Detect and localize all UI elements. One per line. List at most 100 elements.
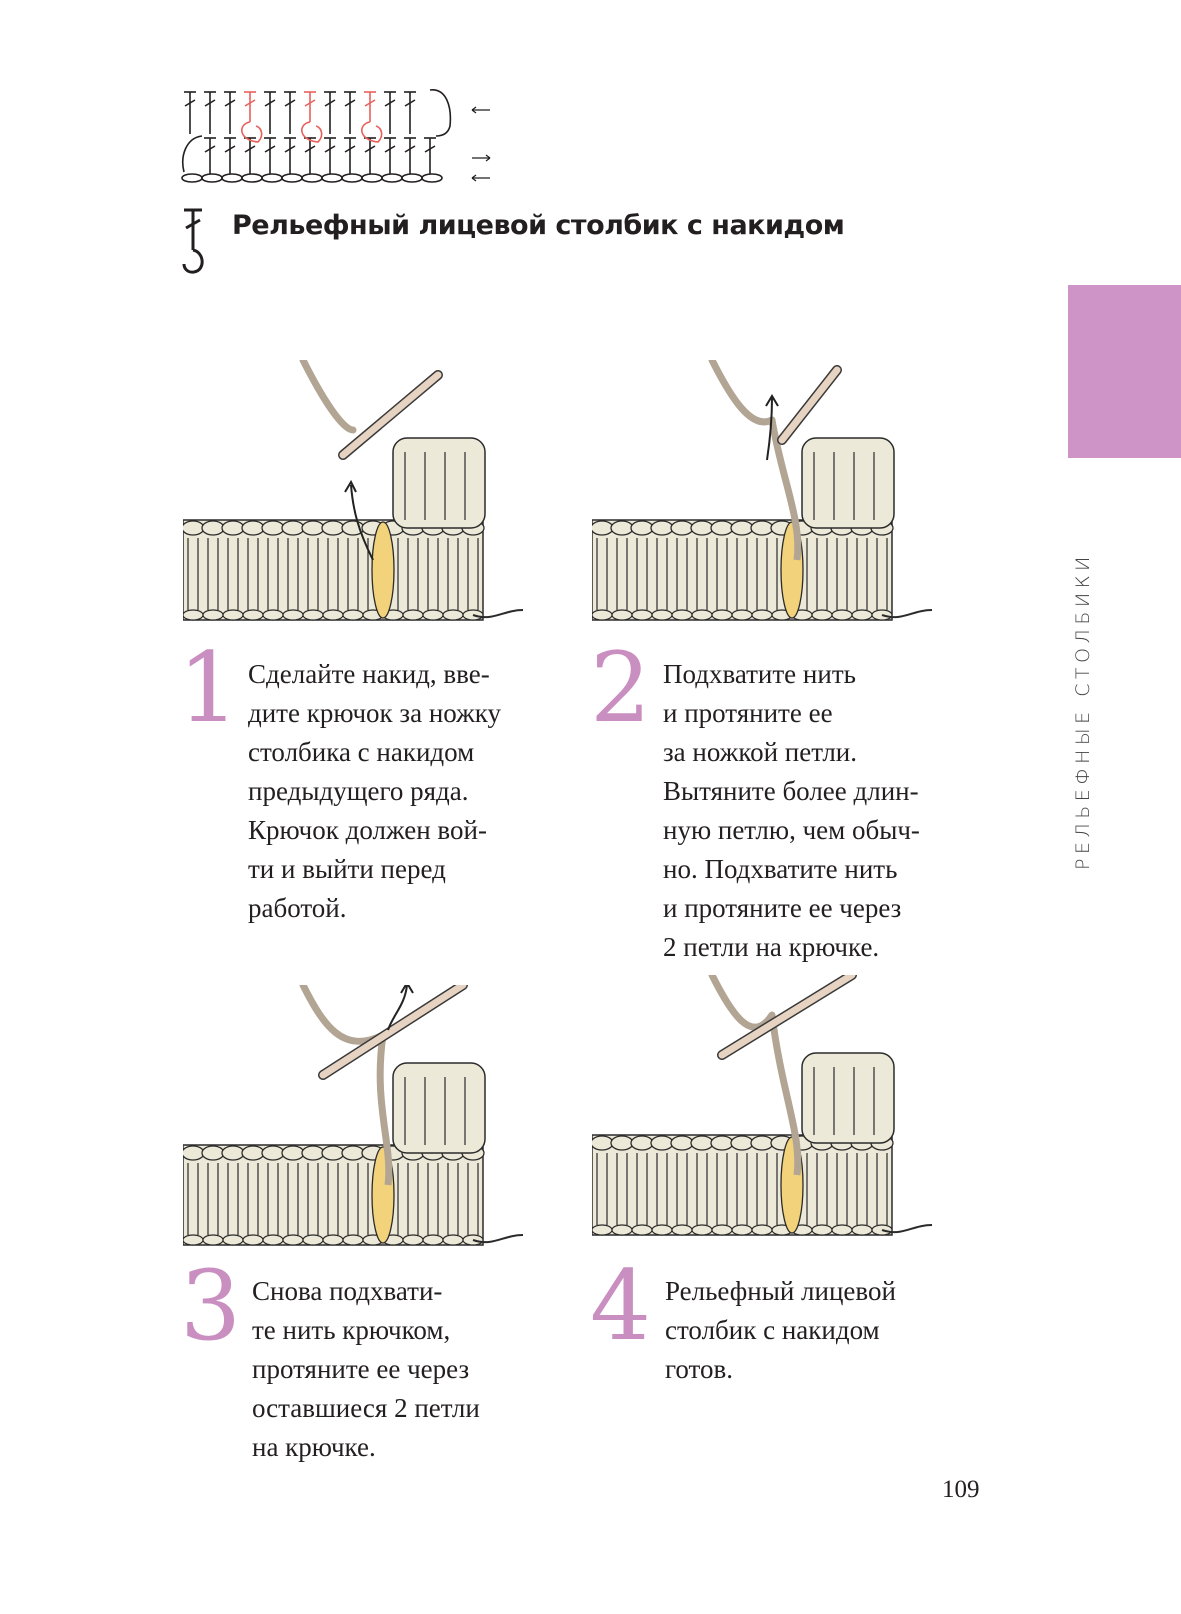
stitch-post (856, 538, 868, 610)
stitch-top (261, 520, 285, 536)
stitch-post (407, 1163, 419, 1235)
stitch-top (670, 520, 694, 536)
chain-stitch (361, 173, 383, 183)
stitch-post (876, 1153, 888, 1225)
stitch-post (716, 1153, 728, 1225)
chain-base (442, 609, 464, 621)
step-3-text: Снова подхвати- те нить крючком, протяни… (252, 1276, 480, 1462)
stitch-top (610, 520, 634, 536)
stitch-post (856, 1153, 868, 1225)
chain-base (711, 609, 733, 621)
direction-arrow-icon (387, 985, 414, 1031)
chain-base (422, 609, 444, 621)
chain-base (202, 609, 224, 621)
dc-bar (224, 99, 236, 107)
dc-bar (364, 145, 376, 153)
chain-base (442, 1234, 464, 1246)
stitch-post (836, 538, 848, 610)
chain-base (731, 1224, 753, 1236)
step-2-number: 2 (590, 632, 652, 744)
dc-bar (244, 145, 256, 153)
dc-bar (304, 145, 316, 153)
chain-stitch (221, 173, 243, 183)
chain-stitch (301, 173, 323, 183)
chain-stitch (341, 173, 363, 183)
yarn-tail (472, 609, 524, 619)
stitch-post (307, 1163, 319, 1235)
dc-bar (284, 145, 296, 153)
stitch-post (616, 1153, 628, 1225)
pulled-loop (376, 1034, 393, 1186)
chain-base (282, 1234, 304, 1246)
stitch-post (656, 1153, 668, 1225)
stitch-top (650, 1135, 674, 1151)
step-2-text: Подхватите нить и протяните ее за ножкой… (663, 659, 920, 962)
chain-stitch (401, 173, 423, 183)
stitch-top (610, 1135, 634, 1151)
stitch-post (816, 1153, 828, 1225)
stitch-top (183, 520, 205, 536)
stitch-top (221, 1145, 245, 1161)
dc-bar (324, 145, 336, 153)
stitch-post (716, 538, 728, 610)
chain-base (611, 1224, 633, 1236)
fpdc-post-hook (241, 121, 263, 143)
yarn-tail (881, 609, 933, 619)
step-2-illustration (592, 360, 933, 621)
turning-chain (429, 89, 452, 137)
chain-base (262, 609, 284, 621)
stitch-post (467, 538, 479, 610)
chain-base (402, 609, 424, 621)
yarn-tail (881, 1224, 933, 1234)
fpdc-post-hook (361, 121, 383, 143)
step-3-illustration (183, 985, 524, 1246)
stitch-top (690, 1135, 714, 1151)
stitch-top (241, 520, 265, 536)
stitch-top (750, 1135, 774, 1151)
stitch-post (427, 538, 439, 610)
stitch-chart-diagram (181, 89, 491, 183)
stitch-top (241, 1145, 265, 1161)
pulled-loop (768, 1014, 802, 1176)
stitch-post (407, 538, 419, 610)
dc-bar (364, 99, 376, 107)
fpdc-post-hook (301, 121, 323, 143)
stitch-post (207, 538, 219, 610)
stitch-post (267, 538, 279, 610)
stitch-post (287, 1163, 299, 1235)
stitch-top (730, 1135, 754, 1151)
stitch-post (736, 1153, 748, 1225)
chain-base (183, 1234, 204, 1246)
chain-base (631, 1224, 653, 1236)
step-4-illustration (592, 975, 933, 1236)
chain-base (242, 1234, 264, 1246)
stitch-post (876, 538, 888, 610)
dc-bar (344, 99, 356, 107)
chain-base (183, 609, 204, 621)
stitch-post (836, 1153, 848, 1225)
section-tab (1068, 285, 1181, 458)
stitch-top (750, 520, 774, 536)
chain-base (342, 609, 364, 621)
stitch-post (756, 1153, 768, 1225)
chain-base (751, 609, 773, 621)
chain-base (322, 1234, 344, 1246)
chain-base (831, 609, 853, 621)
highlighted-post (371, 521, 395, 619)
new-row (392, 1062, 486, 1154)
stitch-top (710, 1135, 734, 1151)
dc-bar (404, 145, 416, 153)
stitch-post (187, 1163, 199, 1235)
dc-bar (384, 99, 396, 107)
stitch-top (650, 520, 674, 536)
page-number: 109 (942, 1476, 980, 1503)
stitch-top (690, 520, 714, 536)
stitch-post (696, 538, 708, 610)
stitch-post (636, 538, 648, 610)
stitch-post (347, 1163, 359, 1235)
dc-bar (284, 99, 296, 107)
dc-bar (384, 145, 396, 153)
step-1-text: Сделайте накид, вве- дите крючок за ножк… (248, 659, 501, 923)
stitch-top (301, 1145, 325, 1161)
chain-base (731, 609, 753, 621)
